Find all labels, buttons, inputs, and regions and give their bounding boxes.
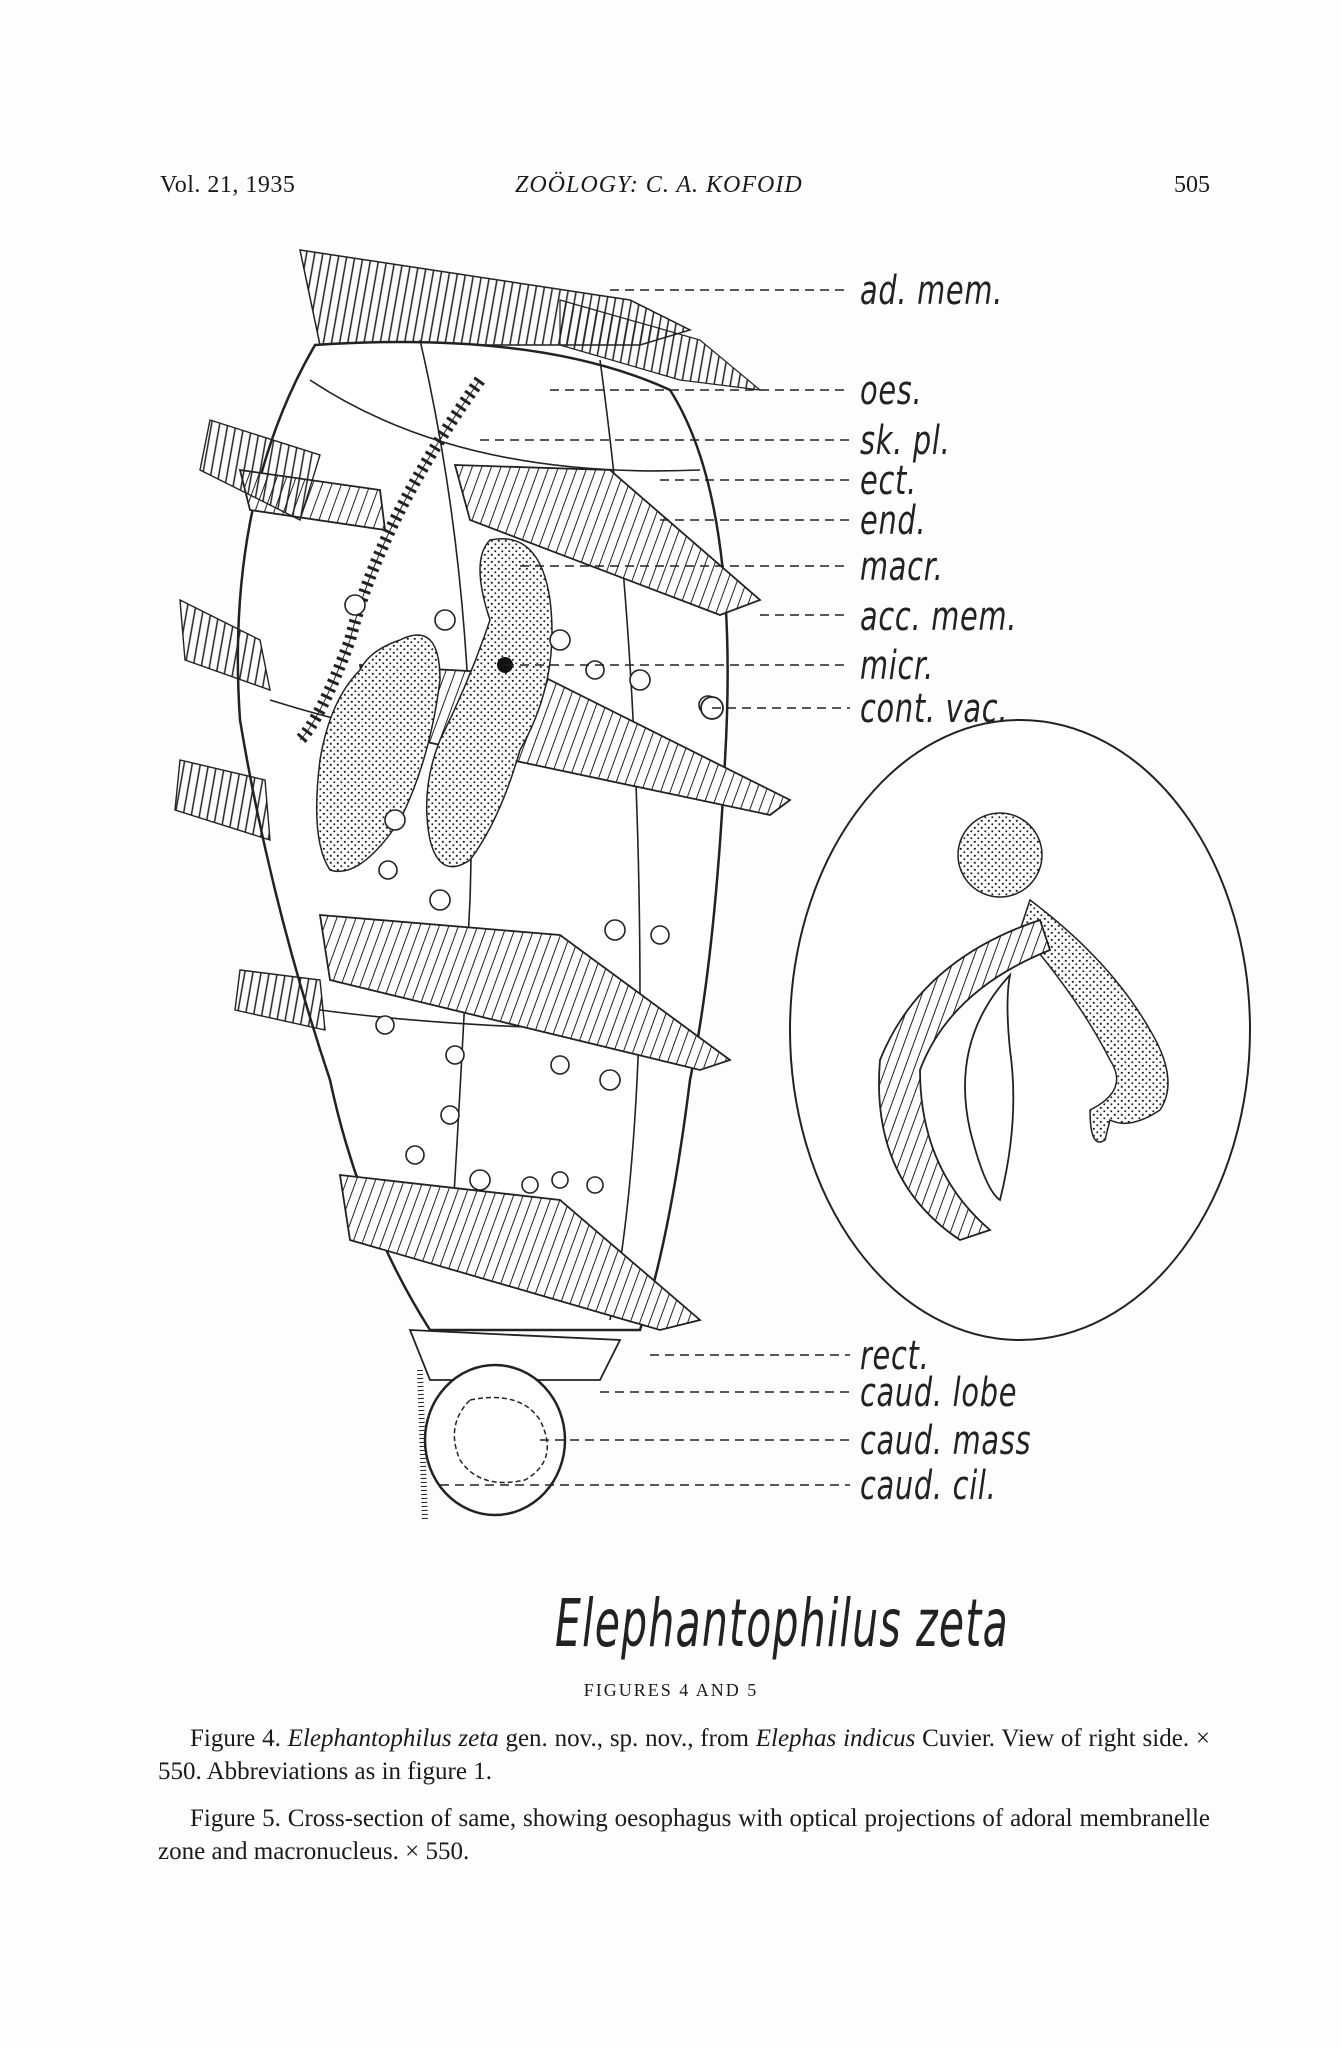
running-header: Vol. 21, 1935 ZOÖLOGY: C. A. KOFOID 505	[160, 172, 1210, 212]
label-ad-mem: ad. mem.	[860, 268, 1003, 314]
figure-illustration: ad. mem. oes. sk. pl. ect. end. macr. ac…	[174, 249, 1251, 1521]
label-acc-mem: acc. mem.	[860, 594, 1018, 640]
caption-figure-5: Figure 5. Cross-section of same, showing…	[158, 1802, 1210, 1868]
caption-4-genus: Elephantophilus zeta	[287, 1725, 499, 1752]
accessory-membranelles	[174, 419, 326, 1031]
ciliate-drawing	[174, 249, 1251, 1521]
volume-year: Vol. 21, 1935	[160, 172, 296, 198]
label-caud-mass: caud. mass	[860, 1418, 1032, 1464]
macronucleus	[425, 538, 553, 868]
page-number: 505	[1174, 172, 1210, 198]
label-ect: ect.	[860, 458, 917, 504]
label-macr: macr.	[860, 544, 944, 590]
label-cont-vac: cont. vac.	[860, 686, 1009, 732]
caption-4-lead: Figure 4.	[190, 1725, 281, 1752]
leader-lines	[440, 289, 850, 1486]
figures-heading: FIGURES 4 AND 5	[583, 1680, 759, 1700]
caption-4-host: Elephas indicus	[755, 1725, 916, 1752]
caudal-lobe	[408, 1329, 622, 1521]
caption-4-mid: gen. nov., sp. nov., from	[498, 1725, 756, 1752]
caption-figure-4: Figure 4. Elephantophilus zeta gen. nov.…	[158, 1722, 1210, 1788]
label-caud-lobe: caud. lobe	[860, 1370, 1018, 1416]
caption-5-text: Figure 5. Cross-section of same, showing…	[158, 1805, 1210, 1865]
label-caud-cil: caud. cil.	[860, 1463, 997, 1509]
cross-section-figure-5	[789, 719, 1251, 1341]
label-end: end.	[860, 498, 927, 544]
caudal-mass	[453, 1396, 548, 1484]
label-oes: oes.	[860, 368, 923, 414]
caption-4-tail: Cuvier. View of right side. × 550. Abbre…	[158, 1725, 1210, 1785]
adoral-membrane	[299, 249, 762, 391]
label-sk-pl: sk. pl.	[860, 418, 951, 464]
running-title: ZOÖLOGY: C. A. KOFOID	[515, 172, 803, 198]
label-micr: micr.	[860, 643, 934, 689]
species-name: Elephantophilus zeta	[555, 1585, 1009, 1662]
label-rect: rect.	[860, 1333, 930, 1379]
